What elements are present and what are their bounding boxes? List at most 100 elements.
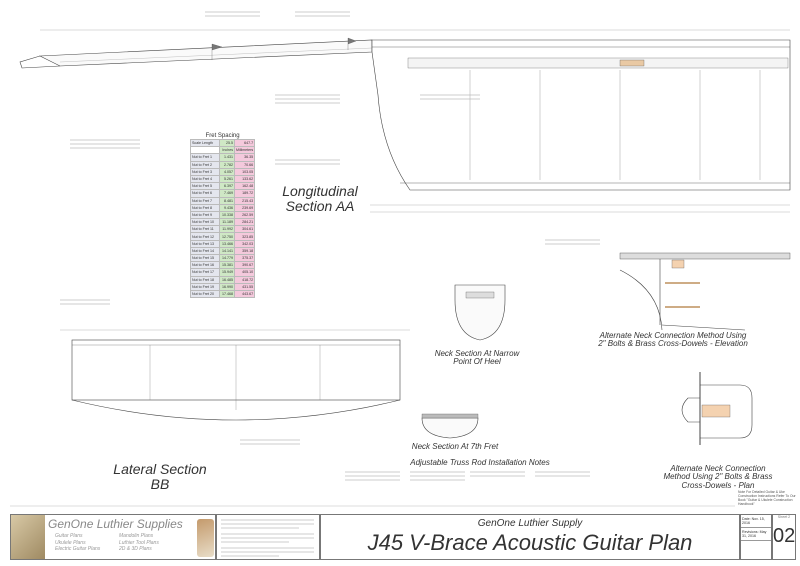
fret-mm: 431.55 bbox=[233, 282, 256, 291]
body-section bbox=[371, 39, 791, 191]
fret-inches: 6.397 bbox=[219, 182, 235, 191]
fret-inches: 16.485 bbox=[219, 275, 235, 284]
fret-label: Nut to Fret 14 bbox=[190, 246, 220, 256]
headstock bbox=[19, 55, 61, 69]
date: Date: Nov. 15, 2016 bbox=[741, 515, 771, 528]
fret-label: Nut to Fret 4 bbox=[190, 174, 220, 184]
fret-label: Nut to Fret 16 bbox=[190, 261, 220, 270]
fret-mm: 103.05 bbox=[233, 167, 256, 176]
lateral-section-title: Lateral Section BB bbox=[113, 461, 207, 492]
fret-inches: 12.750 bbox=[219, 232, 235, 241]
fret-label: Nut to Fret 5 bbox=[190, 182, 220, 191]
scale-mm: 647.7 bbox=[233, 138, 256, 148]
fret-label: Nut to Fret 20 bbox=[190, 289, 220, 299]
fret-label: Nut to Fret 19 bbox=[190, 282, 220, 291]
fret-label: Nut to Fret 9 bbox=[190, 210, 220, 220]
title-panel: GenOne Luthier Supply J45 V-Brace Acoust… bbox=[320, 514, 740, 560]
plan-title: J45 V-Brace Acoustic Guitar Plan bbox=[367, 530, 693, 555]
link-electric-guitar-plans[interactable]: Electric Guitar Plans bbox=[55, 546, 101, 552]
fret-inches: 9.436 bbox=[219, 203, 235, 212]
fret-inches: 17.468 bbox=[219, 289, 235, 299]
fret-mm: 323.85 bbox=[233, 232, 256, 241]
fret-inches: 10.338 bbox=[219, 210, 235, 220]
fret-mm: 239.69 bbox=[233, 203, 256, 212]
fret-inches: 5.261 bbox=[219, 174, 235, 184]
fret-mm: 304.61 bbox=[233, 225, 256, 234]
fret-mm: 262.59 bbox=[233, 210, 256, 220]
fret-label: Nut to Fret 2 bbox=[190, 160, 220, 169]
fret-inches: 2.782 bbox=[219, 160, 235, 169]
fret-inches: 13.466 bbox=[219, 239, 235, 248]
col-inches: Inches bbox=[219, 146, 235, 155]
neck-section-heel bbox=[454, 284, 506, 341]
neck-section-heel-title: Neck Section At Narrow Point Of Heel bbox=[434, 349, 520, 367]
fret-table-title: Fret Spacing bbox=[205, 133, 240, 139]
col-mm: Millimeters bbox=[233, 146, 256, 155]
fret-label: Nut to Fret 7 bbox=[190, 196, 220, 205]
fret-mm: 405.10 bbox=[233, 268, 256, 277]
fret-mm: 133.62 bbox=[233, 174, 256, 184]
fret-inches: 14.141 bbox=[219, 246, 235, 256]
fret-inches: 11.992 bbox=[219, 225, 235, 234]
fret-mm: 162.48 bbox=[233, 182, 256, 191]
guitar-body-photo bbox=[197, 519, 214, 557]
fret-inches: 8.481 bbox=[219, 196, 235, 205]
logo-panel: GenOne Luthier Supplies Guitar Plans Uku… bbox=[10, 514, 216, 560]
fret-label: Nut to Fret 11 bbox=[190, 225, 220, 234]
fret-inches: 11.189 bbox=[219, 218, 235, 227]
sheet-panel: Sheet 2 02 bbox=[772, 514, 796, 560]
fret-inches: 14.779 bbox=[219, 253, 235, 263]
scale-label: Scale Length bbox=[190, 138, 220, 148]
fret-label: Nut to Fret 13 bbox=[190, 239, 220, 248]
fret-mm: 443.67 bbox=[233, 289, 256, 299]
date-panel: Date: Nov. 15, 2016 Revisions: May 31, 2… bbox=[740, 514, 772, 560]
sheet-label: Sheet 2 bbox=[777, 515, 791, 519]
fret-label: Nut to Fret 12 bbox=[190, 232, 220, 241]
fret-mm: 390.67 bbox=[233, 261, 256, 270]
fret-inches: 7.469 bbox=[219, 189, 235, 198]
company-logo: GenOne Luthier Supplies bbox=[48, 517, 183, 531]
fret-mm: 342.03 bbox=[233, 239, 256, 248]
link-mandolin-plans[interactable]: Mandolin Plans bbox=[119, 533, 154, 539]
sheet-number: 02 bbox=[773, 525, 796, 547]
neck-profile bbox=[38, 39, 373, 67]
copyright-notes bbox=[216, 514, 320, 560]
fret-mm: 215.43 bbox=[233, 196, 256, 205]
fret-label: Nut to Fret 8 bbox=[190, 203, 220, 212]
revisions: Revisions: May 31, 2016 bbox=[741, 528, 771, 541]
alt-elevation-title: Alternate Neck Connection Method Using 2… bbox=[598, 331, 748, 349]
fret-mm: 375.37 bbox=[233, 253, 256, 263]
truss-rod-notes-title: Adjustable Truss Rod Installation Notes bbox=[410, 458, 550, 467]
fret-label: Nut to Fret 18 bbox=[190, 275, 220, 284]
link-2d-3d-plans[interactable]: 2D & 3D Plans bbox=[119, 546, 152, 552]
side-note: Note For Detailed Guitar & Uke Construct… bbox=[738, 490, 796, 507]
link-guitar-plans[interactable]: Guitar Plans bbox=[55, 533, 83, 539]
fret-label: Nut to Fret 10 bbox=[190, 218, 220, 227]
neck-section-7th-title: Neck Section At 7th Fret bbox=[411, 442, 499, 451]
fret-inches: 4.057 bbox=[219, 167, 235, 176]
fret-mm: 418.72 bbox=[233, 275, 256, 284]
neck-section-7th bbox=[421, 417, 479, 439]
fret-inches: 15.949 bbox=[219, 268, 235, 277]
link-luthier-tool-plans[interactable]: Luthier Tool Plans bbox=[119, 539, 159, 546]
fret-mm: 189.72 bbox=[233, 189, 256, 198]
alt-plan-title: Alternate Neck Connection Method Using 2… bbox=[663, 464, 773, 490]
link-ukulele-plans[interactable]: Ukulele Plans bbox=[55, 539, 86, 546]
